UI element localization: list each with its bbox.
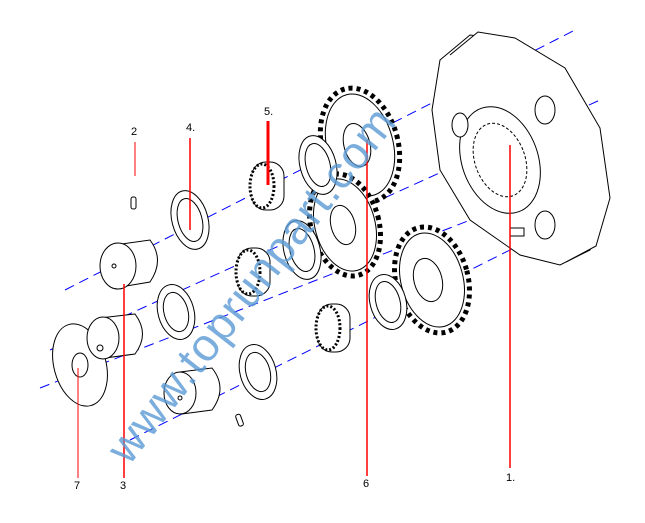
- callout-4: 4.: [186, 122, 196, 134]
- leader-lines: [77, 121, 511, 478]
- planet-shafts: [86, 196, 244, 427]
- callout-7: 7: [74, 480, 81, 492]
- callout-6: 6: [363, 478, 370, 490]
- callout-2: 2: [131, 126, 138, 138]
- pin-2: [130, 196, 137, 210]
- needle-bearings: [234, 161, 351, 353]
- gear-bottom: [392, 224, 472, 336]
- callout-1: 1.: [506, 472, 516, 484]
- gear-top: [317, 85, 403, 205]
- planet-carrier-plate: [431, 31, 611, 266]
- parts: [52, 31, 611, 427]
- callout-5: 5.: [264, 106, 274, 118]
- callout-3: 3: [120, 480, 127, 492]
